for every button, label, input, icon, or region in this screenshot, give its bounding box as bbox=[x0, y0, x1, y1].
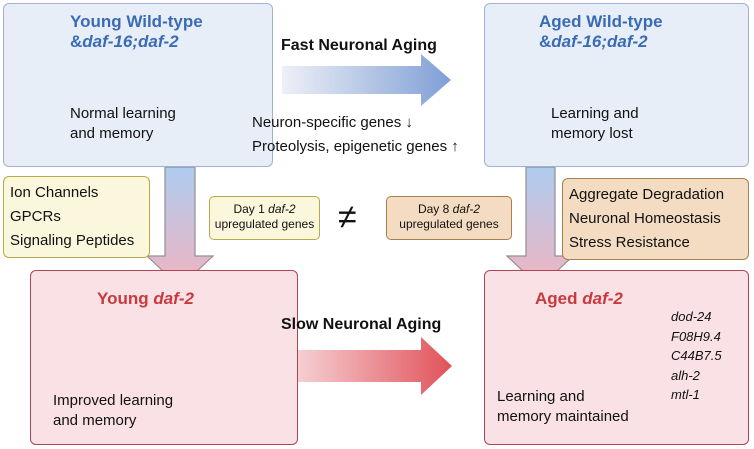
gene-category: Ion Channels bbox=[10, 184, 99, 201]
aged-daf2-gene-list: dod-24 F08H9.4 C44B7.5 alh-2 mtl-1 bbox=[671, 307, 722, 405]
gene-category: Aggregate Degradation bbox=[569, 186, 725, 203]
gene-label: F08H9.4 bbox=[671, 328, 721, 344]
aged-gene-categories-box: Aggregate Degradation Neuronal Homeostas… bbox=[562, 178, 749, 260]
gene-label: dod-24 bbox=[671, 309, 712, 324]
young-gene-categories-box: Ion Channels GPCRs Signaling Peptides bbox=[3, 176, 150, 258]
slow-aging-label: Slow Neuronal Aging bbox=[281, 316, 442, 333]
panel-title: Aged Wild-type &daf-16;daf-2 bbox=[539, 12, 663, 51]
gene-category: Stress Resistance bbox=[569, 234, 690, 251]
not-equal-symbol: ≠ bbox=[338, 198, 357, 236]
fast-aging-label: Fast Neuronal Aging bbox=[281, 37, 437, 54]
proteolysis-genes-line: Proteolysis, epigenetic genes ↑ bbox=[252, 138, 459, 155]
down-arrow-icon: ↓ bbox=[405, 114, 413, 131]
panel-aged-wildtype: Aged Wild-type &daf-16;daf-2 Learning an… bbox=[484, 3, 749, 167]
up-arrow-icon: ↑ bbox=[451, 138, 459, 155]
panel-young-wildtype: Young Wild-type &daf-16;daf-2 Normal lea… bbox=[3, 3, 273, 167]
fast-aging-arrow bbox=[282, 54, 451, 106]
gene-label: alh-2 bbox=[671, 367, 700, 383]
neuron-specific-genes-line: Neuron-specific genes ↓ bbox=[252, 114, 413, 131]
gene-label: mtl-1 bbox=[671, 387, 700, 402]
gene-change-list: Neuron-specific genes ↓ Proteolysis, epi… bbox=[252, 111, 459, 159]
gene-category: Neuronal Homeostasis bbox=[569, 210, 721, 227]
gene-category: Signaling Peptides bbox=[10, 232, 135, 249]
panel-title: Aged daf-2 bbox=[535, 289, 623, 308]
panel-title: Young daf-2 bbox=[97, 289, 194, 308]
slow-aging-arrow bbox=[282, 337, 452, 395]
panel-title: Young Wild-type &daf-16;daf-2 bbox=[70, 12, 203, 51]
gene-label: C44B7.5 bbox=[671, 348, 722, 363]
young-down-arrow bbox=[145, 166, 215, 288]
gene-category: GPCRs bbox=[10, 208, 61, 225]
